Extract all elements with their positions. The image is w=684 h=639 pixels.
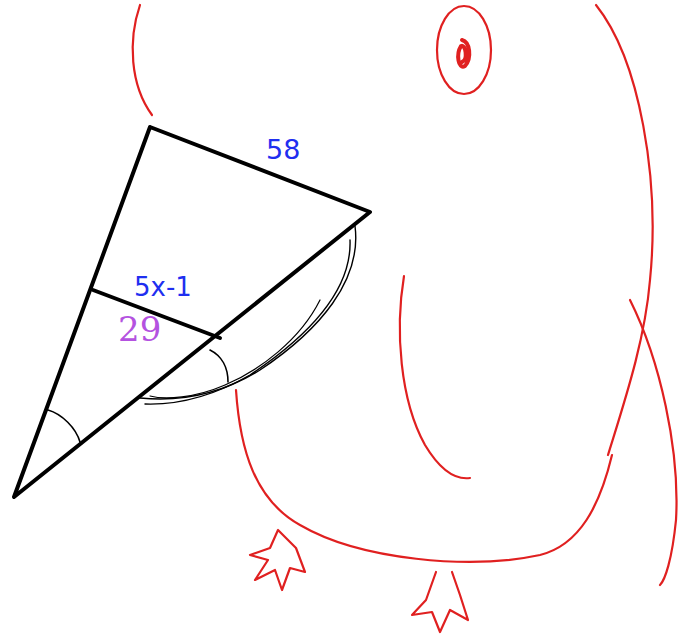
beak-triangle xyxy=(14,127,370,497)
bird-outline xyxy=(133,5,677,632)
eye-pupil xyxy=(458,40,469,67)
side-length: 5x-1 xyxy=(134,274,192,300)
wing-outline xyxy=(400,276,470,478)
head-outline xyxy=(133,5,152,115)
side-length: 58 xyxy=(266,136,300,163)
triangle xyxy=(14,127,370,497)
beak-curve xyxy=(145,240,350,404)
foot xyxy=(250,530,305,590)
foot xyxy=(412,572,468,632)
tail-outline xyxy=(630,300,677,585)
beak-curve xyxy=(150,300,320,398)
back-outline xyxy=(596,5,653,455)
beak-curve xyxy=(140,226,356,399)
angle-arc xyxy=(48,410,80,442)
side-value: 29 xyxy=(118,312,161,346)
angle-arc xyxy=(210,350,228,382)
belly-outline xyxy=(236,390,612,562)
eye xyxy=(437,6,491,94)
